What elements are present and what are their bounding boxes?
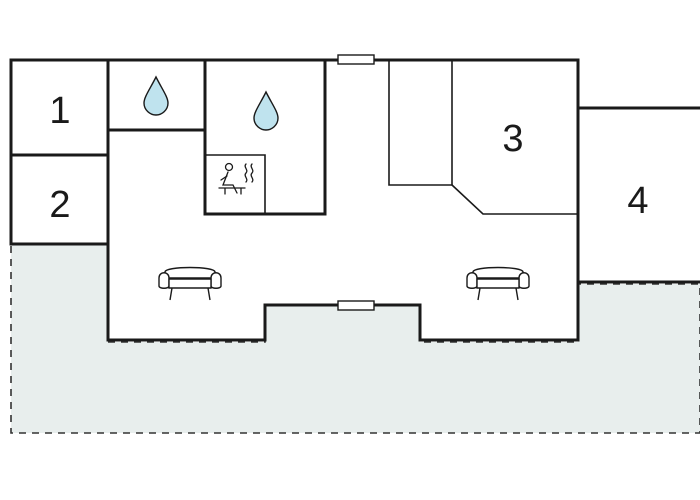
armchair-icon [158, 266, 222, 301]
armchair-icon [466, 266, 530, 301]
window-bottom [337, 300, 375, 311]
water-drop-icon [143, 75, 169, 116]
room-1-label: 1 [49, 90, 70, 132]
interior-walls [9, 58, 578, 246]
sauna-icon [218, 162, 254, 195]
annex-wall [576, 106, 700, 284]
room-2-label: 2 [49, 184, 70, 226]
water-drop-icon [253, 90, 279, 131]
terrace-area [10, 243, 700, 434]
window-top [337, 54, 375, 65]
room-4-label: 4 [627, 180, 648, 222]
room-3-label: 3 [502, 118, 523, 160]
